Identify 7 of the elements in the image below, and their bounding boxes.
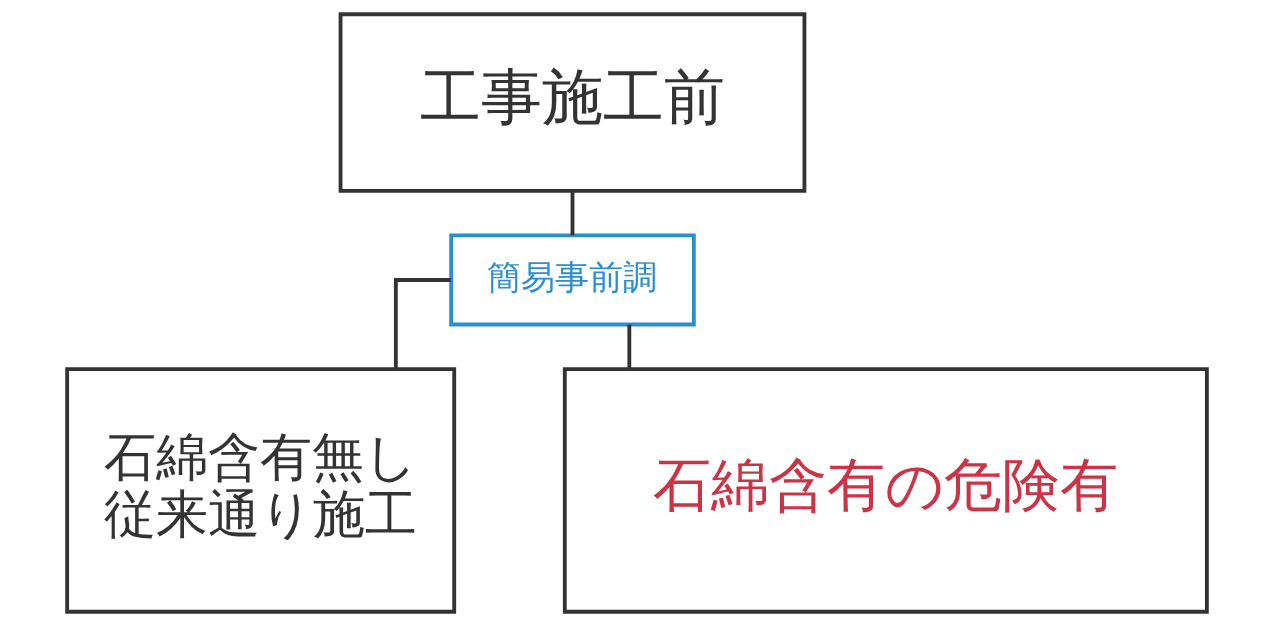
node-box: 石綿含有無し 従来通り施工 [65, 367, 457, 614]
connector [393, 278, 451, 369]
connector [627, 324, 632, 369]
node-box: 工事施工前 [338, 12, 807, 193]
node-box: 簡易事前調 [449, 233, 696, 327]
connector [570, 191, 575, 236]
node-box: 石綿含有の危険有 [562, 367, 1209, 614]
